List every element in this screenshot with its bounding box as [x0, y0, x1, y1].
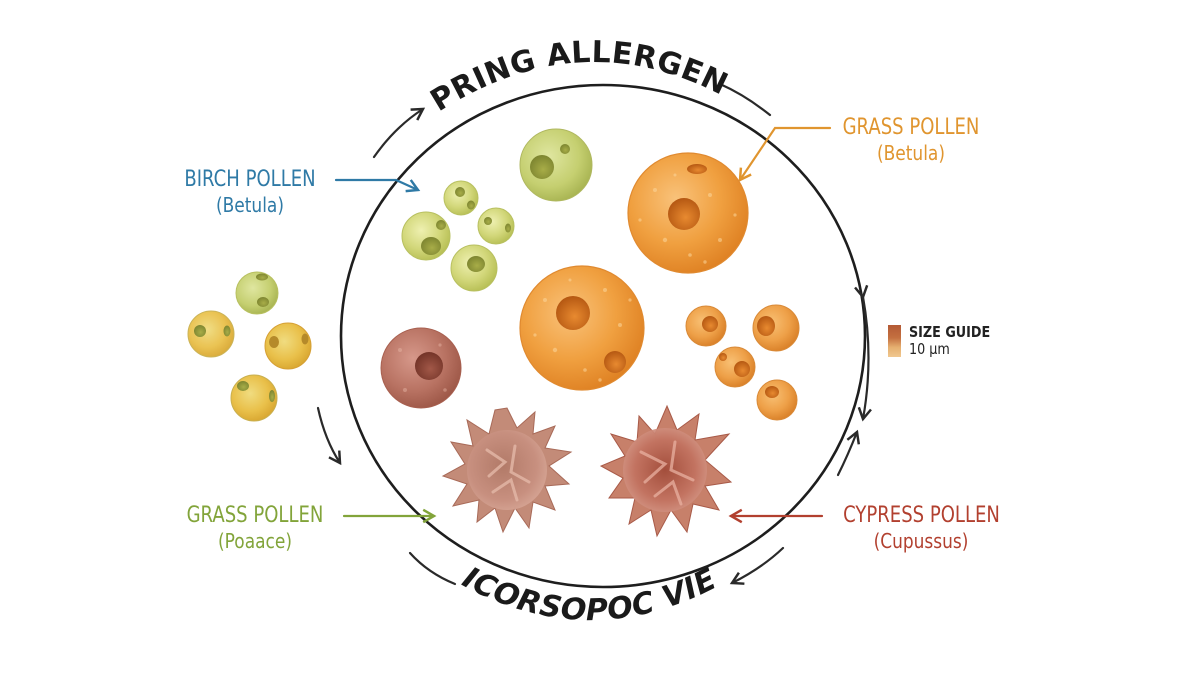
- pollen-grain: [450, 244, 498, 292]
- size-guide-label: SIZE GUIDE: [909, 323, 991, 341]
- arc-bottom-left: [408, 551, 457, 586]
- pollen-grain: [685, 305, 727, 347]
- pointer-lines: [334, 126, 832, 524]
- label-cypress-pollen: CYPRESS POLLEN (Cupussus): [826, 503, 1016, 553]
- arrow-top-left-icon: [372, 107, 426, 159]
- pollen-grain: [756, 379, 798, 421]
- birch-pollen-cluster: [401, 128, 593, 292]
- pollen-grain: [235, 271, 279, 315]
- label-grass-pollen-bottom: GRASS POLLEN (Poaace): [165, 503, 345, 553]
- flow-arrows: [316, 82, 872, 586]
- pollen-grain: [477, 207, 515, 245]
- pollen-grain: [401, 211, 451, 261]
- cypress-pollen-round: [380, 327, 462, 409]
- grass-top-pointer-arrow-icon: [738, 126, 832, 183]
- size-guide-value: 10 µm: [909, 339, 950, 358]
- cypress-pollen-latin: (Cupussus): [873, 529, 969, 554]
- label-birch-pollen: BIRCH POLLEN (Betula): [160, 167, 340, 217]
- grass-pollen-top-name: GRASS POLLEN: [842, 115, 980, 140]
- arrow-right-up-icon: [836, 429, 861, 477]
- label-grass-pollen-top: GRASS POLLEN (Betula): [826, 115, 996, 165]
- grass-pollen-center: [519, 265, 645, 391]
- spiky-pollen-left: [441, 407, 573, 534]
- birch-pollen-name: BIRCH POLLEN: [184, 167, 316, 192]
- pollen-grain: [714, 346, 756, 388]
- pollen-cluster-left: [187, 271, 312, 422]
- cypress-pollen-name: CYPRESS POLLEN: [843, 503, 1000, 528]
- arrow-bottom-right-icon: [729, 546, 785, 585]
- pollen-grain: [443, 180, 479, 216]
- arc-top-right: [718, 82, 772, 117]
- grass-pollen-bottom-latin: (Poaace): [218, 529, 292, 554]
- size-guide: SIZE GUIDE 10 µm: [888, 324, 1005, 357]
- pollen-grain-large: [519, 128, 593, 202]
- birch-pointer-arrow-icon: [334, 178, 421, 193]
- title-top: SPRING ALLERGENS: [0, 0, 733, 119]
- grass-pollen-bottom-name: GRASS POLLEN: [186, 503, 324, 528]
- orange-pollen-cluster: [685, 304, 800, 421]
- arrow-double-vertical-icon: [854, 284, 872, 422]
- birch-pollen-latin: (Betula): [216, 193, 284, 218]
- grass-pollen-top-latin: (Betula): [877, 141, 945, 166]
- pollen-grain: [752, 304, 800, 352]
- grass-pollen-large: [627, 152, 749, 274]
- arrow-left-down-icon: [316, 406, 342, 466]
- pollen-grain: [230, 374, 278, 422]
- spiky-pollen-right: [599, 404, 733, 538]
- pollen-grain: [187, 310, 235, 358]
- pollen-grain: [264, 322, 312, 370]
- size-guide-swatch: [888, 324, 901, 357]
